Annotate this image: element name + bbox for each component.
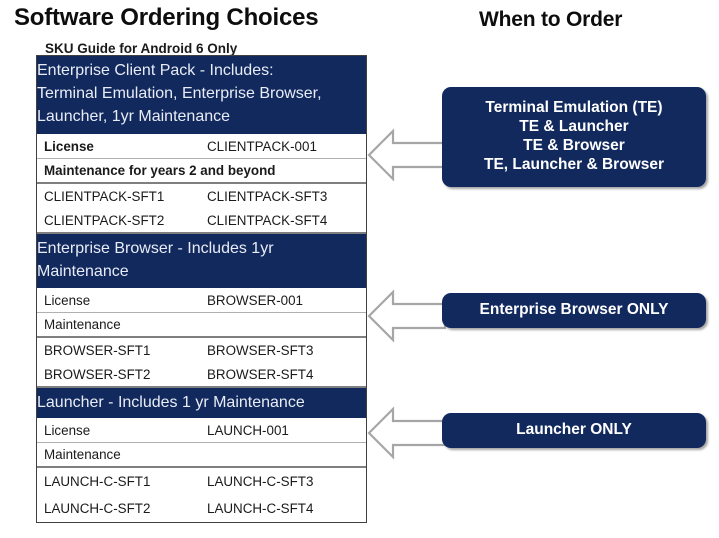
maintenance-label: Maintenance for years 2 and beyond (44, 163, 276, 178)
maintenance-sku-col1: CLIENTPACK-SFT1 (44, 189, 165, 204)
callout-terminal-emulation: Terminal Emulation (TE) TE & Launcher TE… (442, 87, 706, 187)
maintenance-sku-col2: CLIENTPACK-SFT3 (207, 189, 328, 204)
table-row: LAUNCH-C-SFT2 LAUNCH-C-SFT4 (37, 495, 366, 522)
left-block-arrow-icon (367, 404, 447, 462)
table-row: License LAUNCH-001 (37, 418, 366, 443)
table-row: LAUNCH-C-SFT1 LAUNCH-C-SFT3 (37, 468, 366, 495)
table-row: License BROWSER-001 (37, 288, 366, 313)
section-header-line: Enterprise Browser - Includes 1yr (37, 240, 274, 257)
table-row: Maintenance (37, 313, 366, 338)
section-header-line: Launcher, 1yr Maintenance (37, 108, 231, 126)
license-label: License (44, 292, 91, 308)
section-header-line: Terminal Emulation, Enterprise Browser, (37, 85, 322, 103)
page-title-right: When to Order (479, 8, 623, 31)
page-title-left: Software Ordering Choices (14, 4, 319, 31)
maintenance-label: Maintenance (44, 447, 121, 462)
table-row: Maintenance (37, 443, 366, 468)
maintenance-sku-col2: CLIENTPACK-SFT4 (207, 213, 328, 228)
license-label: License (44, 138, 94, 154)
maintenance-sku-col2: LAUNCH-C-SFT4 (207, 501, 314, 516)
license-label: License (44, 422, 91, 438)
callout-enterprise-browser-only: Enterprise Browser ONLY (442, 293, 706, 328)
left-block-arrow-icon (367, 126, 447, 184)
maintenance-sku-col1: LAUNCH-C-SFT2 (44, 501, 151, 516)
table-row: License CLIENTPACK-001 (37, 134, 366, 159)
table-section-header-launcher: Launcher - Includes 1 yr Maintenance (37, 388, 366, 418)
callout-line: Terminal Emulation (TE) (485, 99, 663, 117)
table-row: CLIENTPACK-SFT2 CLIENTPACK-SFT4 (37, 209, 366, 234)
section-header-line: Launcher - Includes 1 yr Maintenance (37, 394, 305, 411)
license-sku: CLIENTPACK-001 (207, 138, 317, 154)
maintenance-sku-col1: BROWSER-SFT1 (44, 343, 151, 358)
maintenance-sku-col2: BROWSER-SFT4 (207, 367, 314, 382)
maintenance-sku-col1: BROWSER-SFT2 (44, 367, 151, 382)
table-row: BROWSER-SFT2 BROWSER-SFT4 (37, 363, 366, 388)
maintenance-sku-col2: LAUNCH-C-SFT3 (207, 474, 314, 489)
callout-line: Launcher ONLY (516, 421, 632, 439)
callout-launcher-only: Launcher ONLY (442, 413, 706, 448)
maintenance-sku-col2: BROWSER-SFT3 (207, 343, 314, 358)
license-sku: BROWSER-001 (207, 292, 303, 308)
section-header-line: Maintenance (37, 263, 129, 281)
callout-line: TE & Browser (523, 137, 625, 154)
callout-line: TE, Launcher & Browser (483, 155, 664, 173)
table-row: CLIENTPACK-SFT1 CLIENTPACK-SFT3 (37, 184, 366, 209)
table-row: BROWSER-SFT1 BROWSER-SFT3 (37, 338, 366, 363)
sku-guide-table: Enterprise Client Pack - Includes: Termi… (36, 55, 367, 523)
table-section-header-enterprise-browser: Enterprise Browser - Includes 1yr Mainte… (37, 234, 366, 288)
table-row: Maintenance for years 2 and beyond (37, 159, 366, 184)
section-header-line: Enterprise Client Pack - Includes: (37, 62, 274, 79)
sku-guide-caption: SKU Guide for Android 6 Only (45, 41, 238, 56)
maintenance-sku-col1: LAUNCH-C-SFT1 (44, 474, 151, 489)
maintenance-sku-col1: CLIENTPACK-SFT2 (44, 213, 165, 228)
callout-line: TE & Launcher (519, 118, 629, 136)
license-sku: LAUNCH-001 (207, 422, 289, 438)
table-section-header-client-pack: Enterprise Client Pack - Includes: Termi… (37, 56, 366, 134)
callout-line: Enterprise Browser ONLY (479, 301, 669, 319)
maintenance-label: Maintenance (44, 317, 121, 332)
left-block-arrow-icon (367, 287, 447, 345)
